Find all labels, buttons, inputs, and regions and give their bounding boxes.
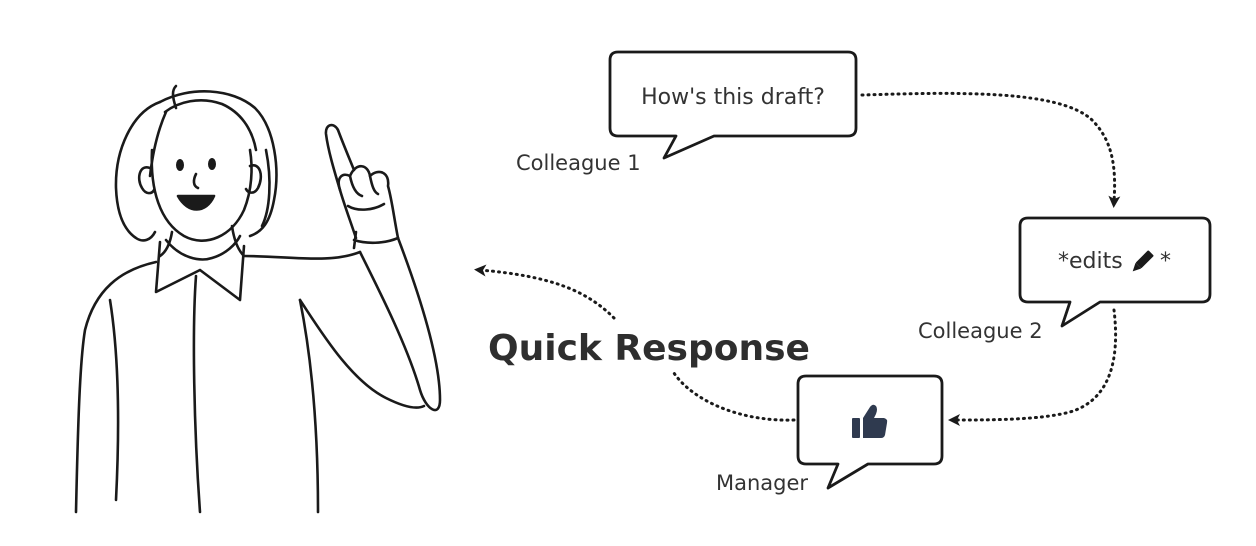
raised-arm (358, 236, 442, 412)
hair-outline (114, 100, 162, 242)
speaker-label: Manager (716, 471, 808, 495)
bubble-text: How's this draft? (641, 85, 825, 110)
hair-outline-right (158, 90, 278, 238)
flow-arrow-edits-to-manager (948, 308, 1118, 426)
bubble-text-end: * (1160, 249, 1171, 274)
flow-arrow-manager-to-person (670, 368, 796, 422)
hand (337, 164, 400, 240)
flow-arrow-response-to-person (474, 264, 616, 320)
woman-illustration (74, 84, 442, 514)
bubble-manager: Manager (716, 374, 944, 495)
thumbs-up-icon (852, 404, 888, 438)
quick-response-heading: Quick Response (488, 328, 810, 369)
face-outline (150, 148, 253, 242)
speech-bubble-shape (608, 50, 858, 160)
flow-arrow-draft-to-edits (860, 91, 1121, 208)
left-eye (176, 159, 184, 171)
right-eye (208, 158, 216, 170)
index-finger (324, 123, 356, 192)
smile (176, 194, 216, 211)
bubble-text: *edits (1058, 249, 1123, 274)
speech-bubble-shape (1018, 216, 1212, 328)
collar (154, 240, 246, 302)
bubble-colleague-2: *edits * Colleague 2 (918, 216, 1212, 343)
bubble-colleague-1: How's this draft? Colleague 1 (516, 50, 858, 175)
speaker-label: Colleague 2 (918, 319, 1043, 343)
speaker-label: Colleague 1 (516, 151, 641, 175)
shirt-left (74, 260, 158, 514)
